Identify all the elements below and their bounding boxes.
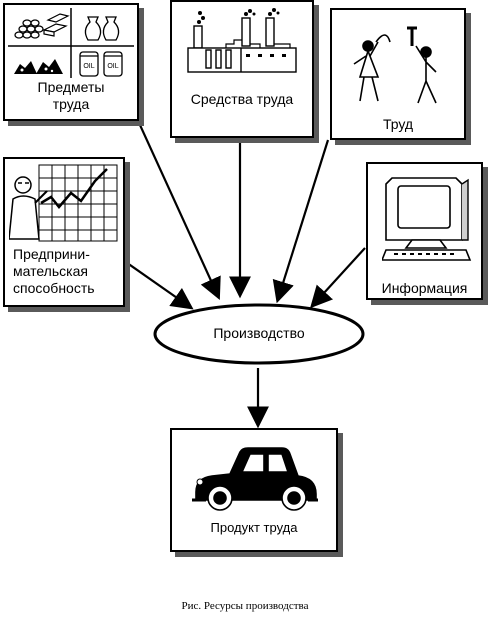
product-of-labor-label: Продукт труда [210,520,298,535]
computer-icon [382,174,472,268]
information-box: Информация [366,162,483,300]
product-of-labor-box: Продукт труда [170,428,338,552]
arrow-labor-to-production [272,139,330,304]
oil-label: OIL [83,63,94,70]
car-icon [190,440,322,516]
arrow-entrepreneurship-to-production [119,257,194,310]
workers-icon [346,24,450,114]
entrepreneurship-box: Предприни- мательская способность [3,157,125,307]
entrepreneurship-label-line2: мательская [13,263,88,279]
arrow-information-to-production [310,247,366,309]
presenter-chart-icon [9,163,121,253]
labor-box: Труд [330,8,466,140]
means-of-labor-label: Средства труда [190,91,294,107]
entrepreneurship-label-line3: способность [13,280,95,296]
production-node: Производство [151,301,367,367]
oil-label: OIL [107,63,118,70]
arrow-objects-to-production [138,124,221,301]
production-label: Производство [213,325,305,341]
figure-caption: Рис. Ресурсы производства [181,600,309,612]
information-label: Информация [381,280,468,296]
objects-of-labor-label-line1: Предметы [37,79,105,95]
entrepreneurship-label-line1: Предприни- [13,246,90,262]
means-of-labor-box: Средства труда [170,0,314,138]
raw-materials-icon: OIL OIL [8,8,134,78]
factory-icon [186,8,300,74]
objects-of-labor-label-line2: труда [52,96,90,112]
labor-label: Труд [382,116,414,132]
objects-of-labor-box: OIL OIL Предметы труда [3,3,139,121]
